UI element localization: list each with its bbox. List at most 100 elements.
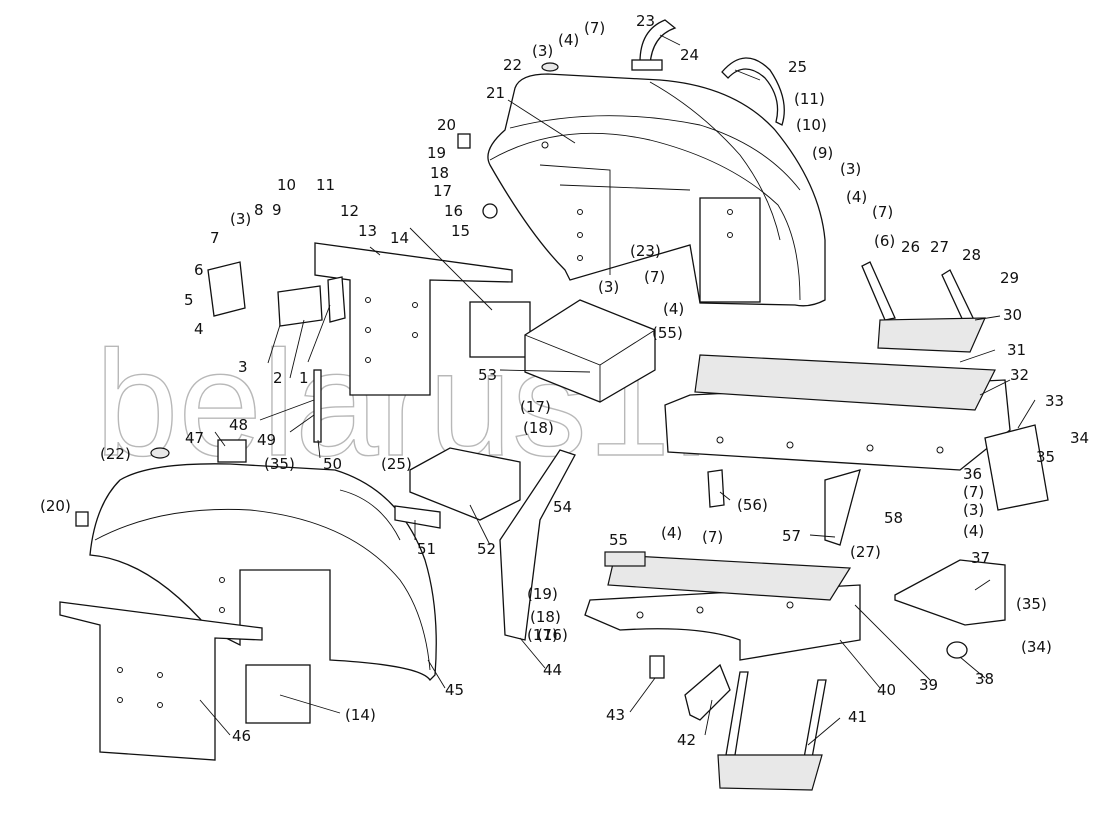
part-label: 20 bbox=[437, 116, 456, 134]
fender-left-45 bbox=[89, 463, 437, 682]
part-label: 29 bbox=[1000, 269, 1019, 287]
part-label: (56) bbox=[737, 496, 768, 514]
part-label: (3) bbox=[963, 501, 984, 519]
part-label: (17) bbox=[527, 626, 558, 644]
bracket-2 bbox=[277, 285, 323, 327]
cover-53 bbox=[524, 299, 656, 403]
part-label: (3) bbox=[230, 210, 251, 228]
part-label: 18 bbox=[430, 164, 449, 182]
step-41 bbox=[717, 671, 827, 791]
bracket-44 bbox=[499, 449, 576, 641]
pipe-24 bbox=[639, 19, 677, 66]
part-label: (27) bbox=[850, 543, 881, 561]
part-label: 48 bbox=[229, 416, 248, 434]
part-label: 5 bbox=[184, 291, 194, 309]
part-label: (25) bbox=[381, 455, 412, 473]
part-label: 37 bbox=[971, 549, 990, 567]
bracket-37 bbox=[894, 559, 1006, 626]
part-label: (55) bbox=[652, 324, 683, 342]
part-label: (3) bbox=[532, 42, 553, 60]
part-label: 30 bbox=[1003, 306, 1022, 324]
part-label: 2 bbox=[273, 369, 283, 387]
part-label: 14 bbox=[390, 229, 409, 247]
part-label: 16 bbox=[444, 202, 463, 220]
part-label: 11 bbox=[316, 176, 335, 194]
bracket-57 bbox=[824, 469, 861, 546]
part-label: 31 bbox=[1007, 341, 1026, 359]
clip-20-left bbox=[75, 511, 89, 527]
part-label: 4 bbox=[194, 320, 204, 338]
part-label: (11) bbox=[794, 90, 825, 108]
floor-40 bbox=[584, 554, 861, 661]
part-label: 12 bbox=[340, 202, 359, 220]
strip-1 bbox=[327, 276, 346, 323]
part-label: 28 bbox=[962, 246, 981, 264]
step-30 bbox=[861, 261, 986, 353]
part-label: (34) bbox=[1021, 638, 1052, 656]
part-label: (18) bbox=[530, 608, 561, 626]
part-label: 34 bbox=[1070, 429, 1089, 447]
part-label: 17 bbox=[433, 182, 452, 200]
cap-22-left bbox=[150, 447, 170, 459]
part-label: 42 bbox=[677, 731, 696, 749]
part-label: 26 bbox=[901, 238, 920, 256]
part-label: (35) bbox=[1016, 595, 1047, 613]
part-label: (9) bbox=[812, 144, 833, 162]
part-label: (6) bbox=[874, 232, 895, 250]
part-label: 39 bbox=[919, 676, 938, 694]
grommet-15 bbox=[482, 203, 498, 219]
part-label: 6 bbox=[194, 261, 204, 279]
part-label: 36 bbox=[963, 465, 982, 483]
plate-5 bbox=[207, 261, 246, 317]
part-label: 25 bbox=[788, 58, 807, 76]
part-label: 35 bbox=[1036, 448, 1055, 466]
part-label: (35) bbox=[264, 455, 295, 473]
part-label: (19) bbox=[527, 585, 558, 603]
cap-22 bbox=[541, 62, 559, 72]
part-label: 41 bbox=[848, 708, 867, 726]
part-label: (7) bbox=[963, 483, 984, 501]
part-label: 33 bbox=[1045, 392, 1064, 410]
part-label: (7) bbox=[584, 19, 605, 37]
ring-38 bbox=[946, 641, 968, 659]
part-label: (17) bbox=[520, 398, 551, 416]
part-label: 8 bbox=[254, 201, 264, 219]
bracket-42 bbox=[684, 663, 731, 721]
part-label: (4) bbox=[558, 31, 579, 49]
bracket-33 bbox=[984, 424, 1049, 511]
part-label: 38 bbox=[975, 670, 994, 688]
pipe-25 bbox=[721, 57, 785, 126]
part-label: 19 bbox=[427, 144, 446, 162]
part-label: (20) bbox=[40, 497, 71, 515]
part-label: 22 bbox=[503, 56, 522, 74]
part-label: 13 bbox=[358, 222, 377, 240]
part-label: 44 bbox=[543, 661, 562, 679]
bracket-51 bbox=[394, 505, 441, 529]
bracket-43 bbox=[649, 655, 665, 679]
part-label: 40 bbox=[877, 681, 896, 699]
part-label: 9 bbox=[272, 201, 282, 219]
part-label: (4) bbox=[663, 300, 684, 318]
part-label: 52 bbox=[477, 540, 496, 558]
part-label: (14) bbox=[345, 706, 376, 724]
part-label: (4) bbox=[846, 188, 867, 206]
part-label: (7) bbox=[702, 528, 723, 546]
part-label: (7) bbox=[644, 268, 665, 286]
bracket-56 bbox=[707, 469, 725, 508]
part-label: (4) bbox=[661, 524, 682, 542]
part-label: 46 bbox=[232, 727, 251, 745]
part-label: 55 bbox=[609, 531, 628, 549]
part-label: 24 bbox=[680, 46, 699, 64]
fender-top bbox=[487, 73, 826, 307]
part-label: (10) bbox=[796, 116, 827, 134]
part-label: 43 bbox=[606, 706, 625, 724]
clip-20 bbox=[457, 133, 471, 149]
part-label: (7) bbox=[872, 203, 893, 221]
floor-plate-32 bbox=[664, 354, 1011, 471]
plate-14-lower bbox=[245, 664, 311, 724]
part-label: (16) bbox=[537, 626, 568, 644]
leader-lines bbox=[199, 34, 1036, 746]
panel-13 bbox=[314, 242, 513, 396]
panel-46 bbox=[59, 601, 263, 761]
